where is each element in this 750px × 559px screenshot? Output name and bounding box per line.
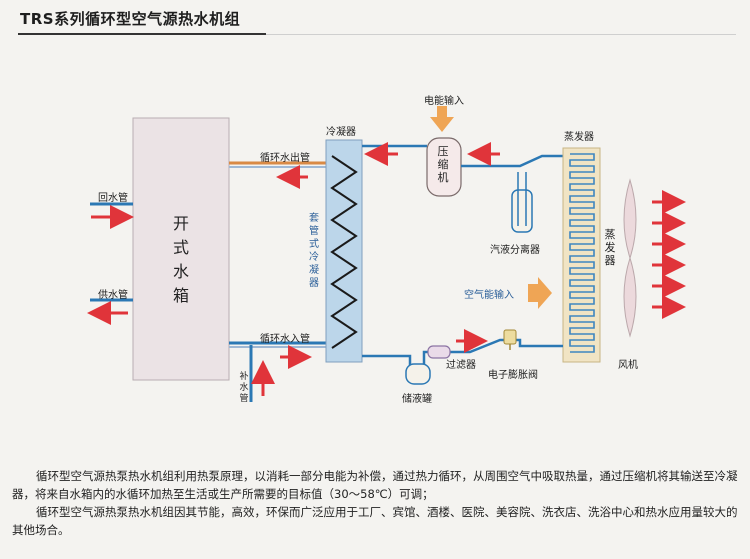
air-energy-input-label: 空气能输入: [464, 290, 514, 301]
open-tank-label: 开式水箱: [172, 214, 189, 305]
supply-pipe-label: 供水管: [98, 290, 128, 301]
condenser-body: [325, 139, 363, 363]
return-pipe-label: 回水管: [98, 193, 128, 204]
description: 循环型空气源热泵热水机组利用热泵原理，以消耗一部分电能为补偿，通过热力循环，从周…: [12, 467, 740, 539]
evaporator-label: 蒸发器: [564, 132, 594, 143]
return-pipe: [90, 202, 134, 229]
fan-label: 风机: [618, 360, 638, 371]
filter: [427, 345, 451, 359]
makeup-pipe-label: 补水管: [239, 372, 249, 404]
casing-condenser-label: 套管式冷凝器: [309, 213, 319, 289]
condenser-coil: [330, 155, 358, 349]
loop-outlet-label: 循环水出管: [260, 153, 310, 164]
airflow-arrows: [652, 190, 686, 319]
loop-inlet-label: 循环水入管: [260, 334, 310, 345]
evaporator-coil: [569, 153, 595, 353]
heat-pump-diagram: [87, 106, 686, 402]
compressor-label: 压缩机: [437, 145, 449, 184]
loop-inlet-pipe: [229, 341, 326, 369]
liquid-receiver-label: 储液罐: [402, 394, 432, 405]
makeup-water-pipe: [249, 345, 275, 402]
description-paragraph-1: 循环型空气源热泵热水机组利用热泵原理，以消耗一部分电能为补偿，通过热力循环，从周…: [12, 469, 738, 501]
expansion-valve: [503, 329, 517, 350]
loop-outlet-pipe: [229, 161, 326, 189]
gas-liquid-separator: [511, 172, 533, 233]
hot-gas-line: [362, 142, 427, 166]
air-energy-input-arrow: [528, 277, 552, 309]
filter-label: 过滤器: [446, 360, 476, 371]
title-underline: [18, 33, 266, 35]
description-paragraph-2: 循环型空气源热泵热水机组因其节能，高效，环保而广泛应用于工厂、宾馆、酒楼、医院、…: [12, 505, 738, 537]
open-water-tank: [132, 117, 230, 381]
suction-line: [461, 142, 566, 168]
supply-pipe: [87, 298, 133, 325]
power-input-arrow: [430, 106, 454, 132]
power-input-label: 电能输入: [424, 96, 464, 107]
title-rule-extension: [266, 34, 736, 35]
fan: [623, 178, 637, 338]
evaporator-vertical-label: 蒸发器: [604, 228, 616, 267]
liquid-receiver: [405, 363, 431, 385]
condenser-label: 冷凝器: [326, 127, 356, 138]
page-title: TRS系列循环型空气源热水机组: [20, 10, 241, 28]
gas-liquid-separator-label: 汽液分离器: [490, 245, 540, 256]
expansion-valve-label: 电子膨胀阀: [488, 370, 538, 381]
